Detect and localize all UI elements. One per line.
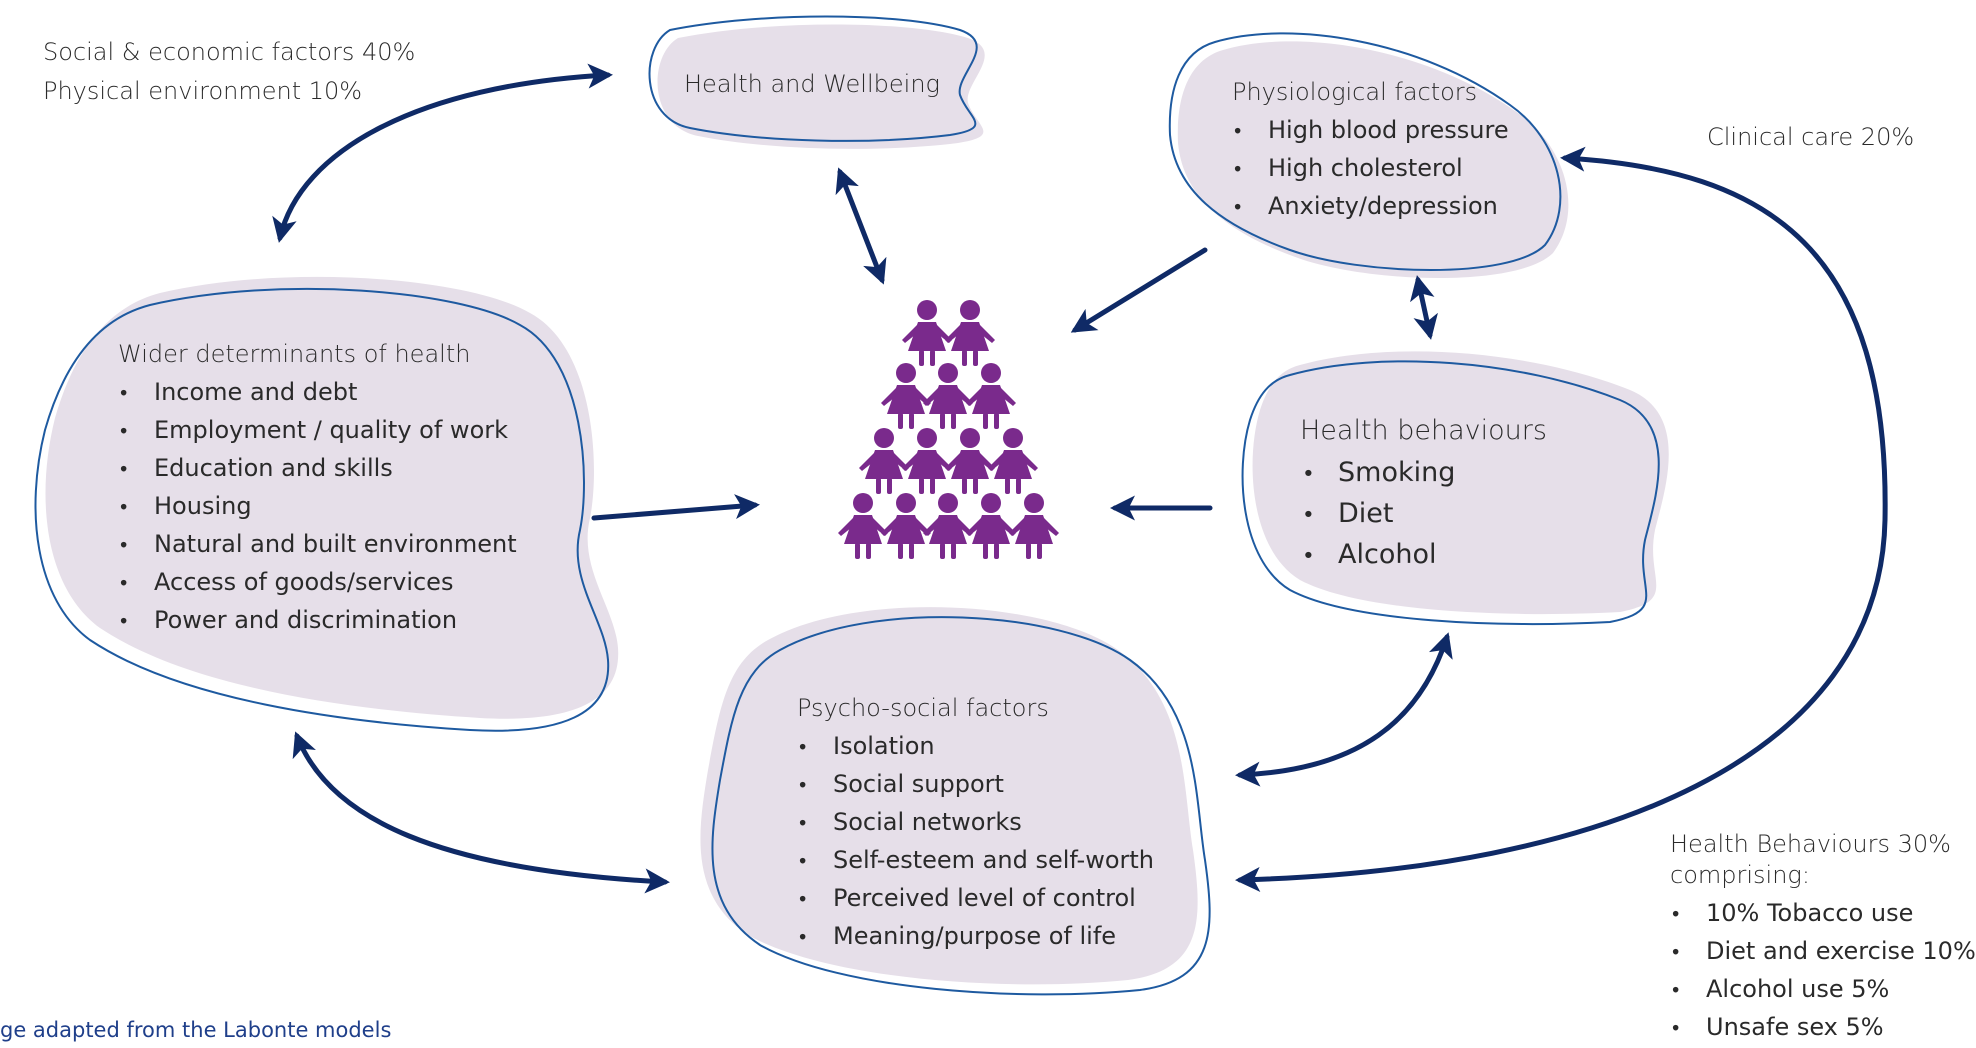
list-item: Meaning/purpose of life bbox=[797, 917, 1154, 957]
list-item: Self-esteem and self-worth bbox=[797, 841, 1154, 881]
wider-determinants-list: Income and debt Employment / quality of … bbox=[118, 373, 517, 641]
list-item: Education and skills bbox=[118, 449, 517, 489]
psycho-social-title: Psycho-social factors bbox=[797, 694, 1049, 722]
list-item: Alcohol bbox=[1302, 534, 1455, 577]
behaviours-breakdown-title: Health Behaviours 30% bbox=[1670, 830, 1951, 858]
behaviours-breakdown-list: 10% Tobacco use Diet and exercise 10% Al… bbox=[1670, 894, 1976, 1048]
list-item: Anxiety/depression bbox=[1232, 187, 1509, 227]
behaviours-breakdown-subtitle: comprising: bbox=[1670, 861, 1810, 889]
list-item: Natural and built environment bbox=[118, 525, 517, 565]
list-item: Diet bbox=[1302, 493, 1455, 536]
psycho-social-list: Isolation Social support Social networks… bbox=[797, 727, 1154, 957]
physiological-list: High blood pressure High cholesterol Anx… bbox=[1232, 111, 1509, 227]
arrow-wider-to-population bbox=[591, 494, 760, 521]
list-item: Income and debt bbox=[118, 373, 517, 413]
wider-determinants-title: Wider determinants of health bbox=[118, 340, 471, 368]
social-economic-label: Social & economic factors 40% bbox=[43, 38, 416, 66]
arrow-clinical-care-loop bbox=[1235, 146, 1888, 892]
list-item: Power and discrimination bbox=[118, 601, 517, 641]
list-item: Social support bbox=[797, 765, 1154, 805]
health-wellbeing-title: Health and Wellbeing bbox=[684, 70, 940, 98]
arrow-wellbeing-to-population bbox=[835, 167, 887, 285]
list-item: Alcohol use 5% bbox=[1670, 970, 1976, 1010]
physical-environment-label: Physical environment 10% bbox=[43, 77, 363, 105]
health-behaviours-list: Smoking Diet Alcohol bbox=[1302, 452, 1455, 577]
list-item: Access of goods/services bbox=[118, 563, 517, 603]
list-item: 10% Tobacco use bbox=[1670, 894, 1976, 934]
list-item: Social networks bbox=[797, 803, 1154, 843]
list-item: High cholesterol bbox=[1232, 149, 1509, 189]
list-item: Perceived level of control bbox=[797, 879, 1154, 919]
list-item: Unsafe sex 5% bbox=[1670, 1008, 1976, 1048]
list-item: High blood pressure bbox=[1232, 111, 1509, 151]
source-credit: ge adapted from the Labonte models bbox=[0, 1018, 392, 1042]
list-item: Smoking bbox=[1302, 452, 1455, 495]
list-item: Employment / quality of work bbox=[118, 411, 517, 451]
health-wellbeing-blob bbox=[648, 15, 985, 149]
physiological-title: Physiological factors bbox=[1232, 78, 1478, 106]
list-item: Diet and exercise 10% bbox=[1670, 932, 1976, 972]
arrow-wider-psycho bbox=[292, 731, 670, 894]
people-group-icon bbox=[838, 300, 1059, 559]
arrow-behaviours-psycho bbox=[1235, 632, 1453, 787]
arrow-physiological-to-population bbox=[1070, 247, 1208, 333]
arrow-physiological-behaviours bbox=[1410, 275, 1438, 340]
list-item: Isolation bbox=[797, 727, 1154, 767]
arrow-social-to-wellbeing bbox=[272, 63, 613, 243]
list-item: Housing bbox=[118, 487, 517, 527]
health-behaviours-title: Health behaviours bbox=[1300, 415, 1547, 446]
clinical-care-label: Clinical care 20% bbox=[1707, 123, 1915, 151]
